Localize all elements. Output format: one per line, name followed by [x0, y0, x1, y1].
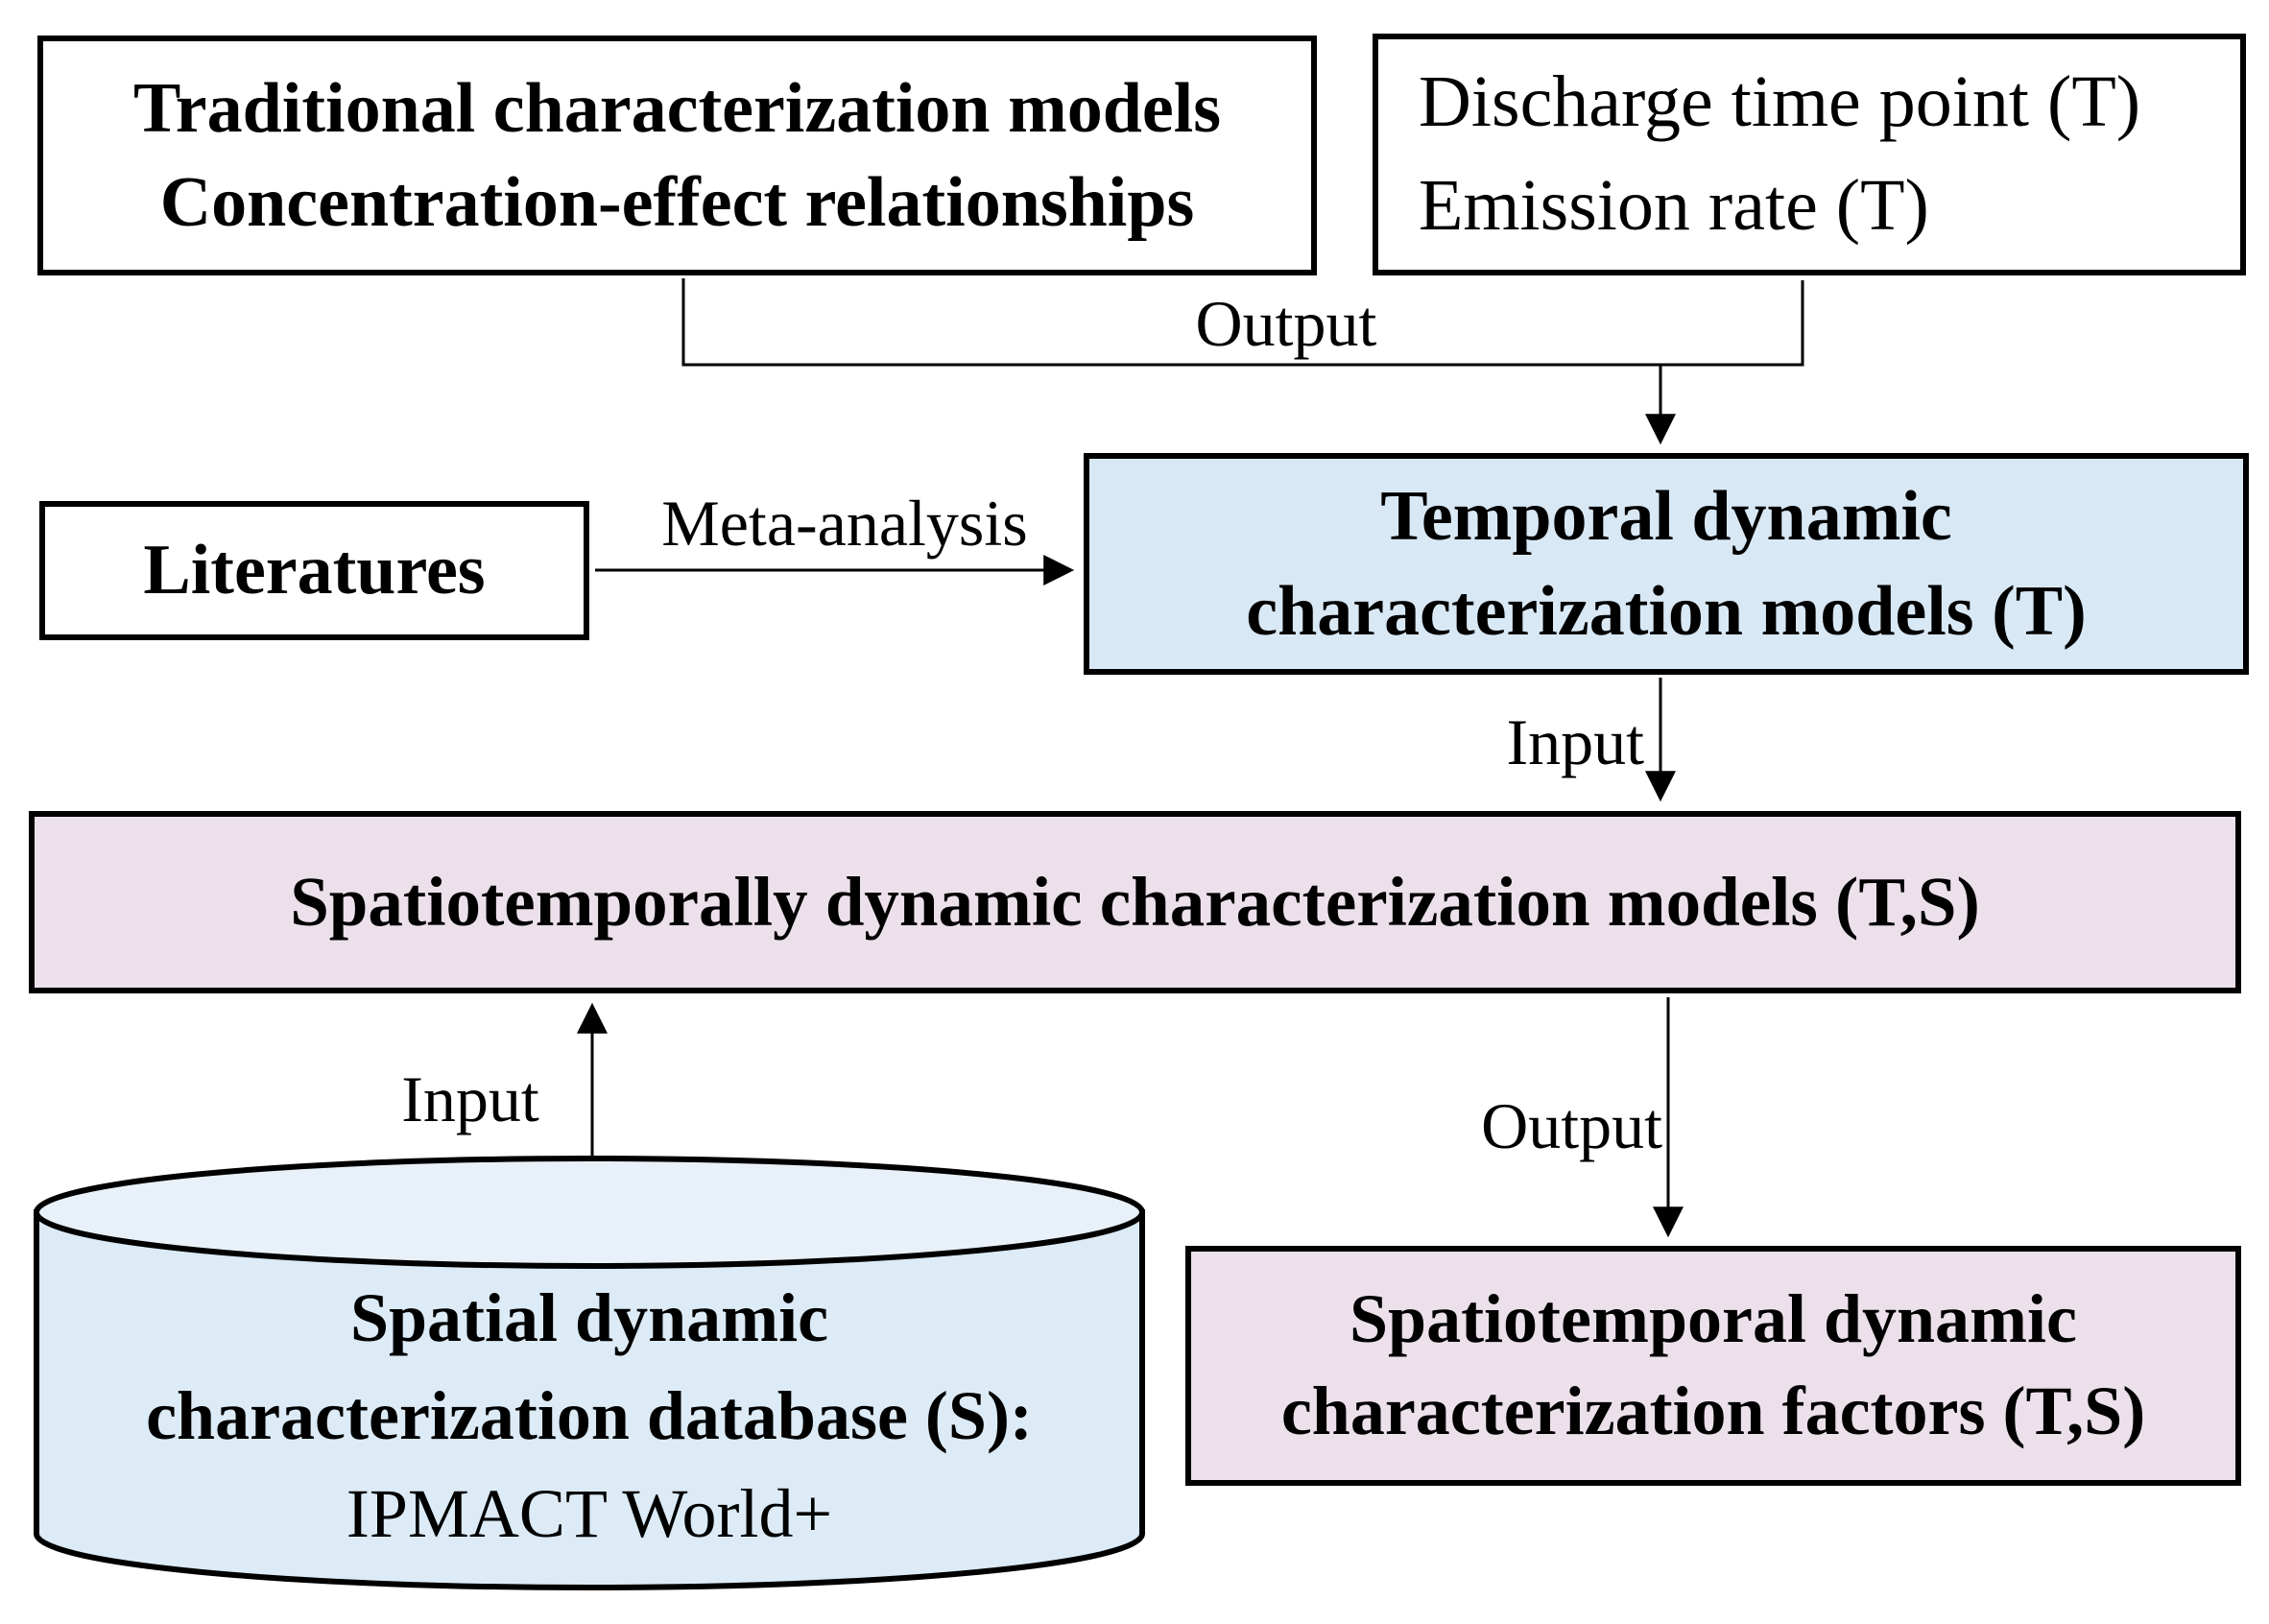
database-label: Spatial dynamic characterization databas… [58, 1269, 1121, 1563]
input-label-temporal: Input [1506, 705, 1644, 778]
factors-box: Spatiotemporal dynamic characterization … [1185, 1246, 2241, 1486]
database-label-line1: Spatial dynamic [349, 1279, 829, 1356]
database-cylinder-body [34, 1209, 1145, 1590]
output-label-top: Output [1195, 287, 1377, 360]
database-cylinder-top [34, 1156, 1145, 1269]
database-label-line3: IPMACT World+ [346, 1475, 833, 1552]
meta-analysis-label: Meta-analysis [661, 487, 1028, 560]
traditional-models-box: Traditional characterization models Conc… [37, 36, 1317, 275]
output-label-factors: Output [1481, 1089, 1662, 1162]
database-label-line2: characterization database (S): [146, 1377, 1033, 1454]
discharge-emission-box: Discharge time point (T) Emission rate (… [1373, 34, 2246, 275]
database-cylinder [34, 1156, 1145, 1590]
spatiotemporal-models-box: Spatiotemporally dynamic characterizatio… [29, 811, 2241, 993]
output-connector-line [681, 278, 1804, 367]
literatures-box: Literatures [39, 501, 589, 640]
input-label-database: Input [401, 1063, 539, 1135]
temporal-models-box: Temporal dynamic characterization models… [1084, 453, 2249, 675]
